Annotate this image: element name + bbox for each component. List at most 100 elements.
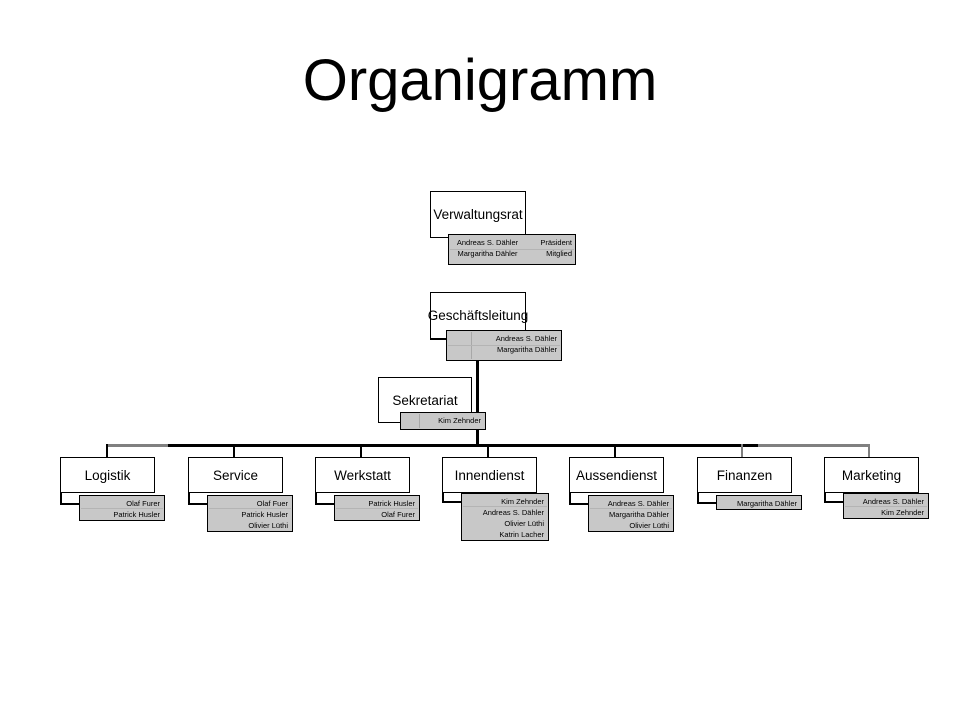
member-row: Kim Zehnder	[462, 496, 548, 507]
member-role: Mitglied	[546, 249, 572, 258]
member-name: Katrin Lacher	[499, 530, 544, 539]
marketing-label: Marketing	[841, 467, 902, 483]
member-name: Kim Zehnder	[438, 416, 481, 425]
connector-service-in	[188, 503, 208, 505]
member-row: Andreas S. Dähler	[844, 496, 928, 507]
node-verwaltungsrat-title[interactable]: Verwaltungsrat	[430, 191, 526, 238]
node-sekretariat-members[interactable]: Kim Zehnder	[400, 412, 486, 430]
member-name: Kim Zehnder	[881, 508, 924, 517]
node-logistik-members[interactable]: Olaf Furer Patrick Husler	[79, 495, 165, 521]
node-werkstatt-members[interactable]: Patrick Husler Olaf Furer	[334, 495, 420, 521]
member-name: Margaritha Dähler	[736, 499, 797, 508]
drop-line-logistik	[106, 444, 108, 458]
member-row: Kim Zehnder	[844, 507, 928, 518]
member-name: Andreas S. Dähler	[482, 508, 544, 517]
member-row: Olaf Furer	[80, 498, 164, 509]
member-row: Olaf Fuer	[208, 498, 292, 509]
trunk-management-to-departments	[476, 361, 479, 446]
member-name: Andreas S. Dähler	[456, 238, 519, 247]
node-sekretariat-title[interactable]: Sekretariat	[378, 377, 472, 423]
node-geschaeftsleitung-members[interactable]: Andreas S. Dähler Margaritha Dähler	[446, 330, 562, 361]
connector-aussendienst-in	[569, 503, 589, 505]
connector-marketing-stub	[824, 493, 826, 502]
node-service-members[interactable]: Olaf Fuer Patrick Husler Olivier Lüthi	[207, 495, 293, 532]
drop-line-marketing	[868, 444, 870, 458]
member-row: Margaritha Dähler	[447, 344, 561, 355]
member-name: Margaritha Dähler	[496, 345, 557, 354]
drop-line-finanzen	[741, 444, 743, 458]
member-row: Olivier Lüthi	[462, 518, 548, 529]
member-name: Andreas S. Dähler	[495, 334, 557, 343]
node-service-title[interactable]: Service	[188, 457, 283, 493]
member-name: Patrick Husler	[113, 510, 160, 519]
member-name: Patrick Husler	[241, 510, 288, 519]
node-marketing-members[interactable]: Andreas S. Dähler Kim Zehnder	[843, 493, 929, 519]
node-finanzen-title[interactable]: Finanzen	[697, 457, 792, 493]
member-row: Margaritha Dähler	[717, 498, 801, 509]
node-werkstatt-title[interactable]: Werkstatt	[315, 457, 410, 493]
member-row: Patrick Husler	[80, 509, 164, 520]
member-name: Margaritha Dähler	[608, 510, 669, 519]
member-name: Olivier Lüthi	[248, 521, 288, 530]
member-name: Olivier Lüthi	[629, 521, 669, 530]
distribution-bar	[168, 444, 760, 447]
drop-line-werkstatt	[360, 444, 362, 458]
member-row: Andreas S. Dähler	[589, 498, 673, 509]
node-innendienst-members[interactable]: Kim Zehnder Andreas S. Dähler Olivier Lü…	[461, 493, 549, 541]
connector-logistik-stub	[60, 493, 62, 504]
member-row: Olaf Furer	[335, 509, 419, 520]
aussendienst-label: Aussendienst	[575, 467, 658, 483]
finanzen-label: Finanzen	[716, 467, 773, 483]
member-name: Kim Zehnder	[501, 497, 544, 506]
page-title: Organigramm	[302, 48, 658, 113]
geschaeftsleitung-label: Geschäftsleitung	[427, 308, 529, 323]
werkstatt-label: Werkstatt	[334, 467, 391, 483]
distribution-bar-right-grey	[758, 444, 868, 447]
drop-line-innendienst	[487, 444, 489, 458]
connector-innendienst-in	[442, 501, 462, 503]
connector-geschaeftsleitung-in	[430, 338, 448, 340]
node-verwaltungsrat-members[interactable]: Andreas S. Dähler Präsident Margaritha D…	[448, 234, 576, 265]
distribution-bar-left-grey	[106, 444, 170, 447]
connector-finanzen-stub	[697, 493, 699, 503]
member-row: Katrin Lacher	[462, 529, 548, 540]
innendienst-label: Innendienst	[454, 467, 525, 483]
member-row: Margaritha Dähler Mitglied	[449, 248, 575, 259]
member-name: Olaf Furer	[381, 510, 415, 519]
member-name: Patrick Husler	[368, 499, 415, 508]
connector-marketing-in	[824, 501, 844, 503]
connector-werkstatt-in	[315, 503, 335, 505]
connector-innendienst-stub	[442, 493, 444, 502]
connector-finanzen-in	[697, 502, 717, 504]
member-row: Andreas S. Dähler	[462, 507, 548, 518]
node-innendienst-title[interactable]: Innendienst	[442, 457, 537, 493]
node-aussendienst-title[interactable]: Aussendienst	[569, 457, 664, 493]
node-marketing-title[interactable]: Marketing	[824, 457, 919, 493]
member-row: Andreas S. Dähler	[447, 333, 561, 344]
service-label: Service	[212, 467, 258, 483]
connector-aussendienst-stub	[569, 493, 571, 504]
node-aussendienst-members[interactable]: Andreas S. Dähler Margaritha Dähler Oliv…	[588, 495, 674, 532]
member-name: Olaf Furer	[126, 499, 160, 508]
member-name: Olivier Lüthi	[504, 519, 544, 528]
logistik-label: Logistik	[84, 467, 131, 483]
member-row: Olivier Lüthi	[208, 520, 292, 531]
member-name: Andreas S. Dähler	[862, 497, 924, 506]
member-row: Patrick Husler	[208, 509, 292, 520]
connector-logistik-in	[60, 503, 80, 505]
verwaltungsrat-label: Verwaltungsrat	[433, 207, 523, 222]
sekretariat-label: Sekretariat	[392, 392, 458, 408]
member-role: Präsident	[540, 238, 572, 247]
connector-service-stub	[188, 493, 190, 504]
member-row: Olivier Lüthi	[589, 520, 673, 531]
member-row: Margaritha Dähler	[589, 509, 673, 520]
drop-line-aussendienst	[614, 444, 616, 458]
connector-werkstatt-stub	[315, 493, 317, 504]
node-logistik-title[interactable]: Logistik	[60, 457, 155, 493]
node-finanzen-members[interactable]: Margaritha Dähler	[716, 495, 802, 510]
member-row: Kim Zehnder	[401, 415, 485, 426]
member-name: Margaritha Dähler	[457, 249, 518, 258]
member-name: Olaf Fuer	[256, 499, 288, 508]
drop-line-service	[233, 444, 235, 458]
